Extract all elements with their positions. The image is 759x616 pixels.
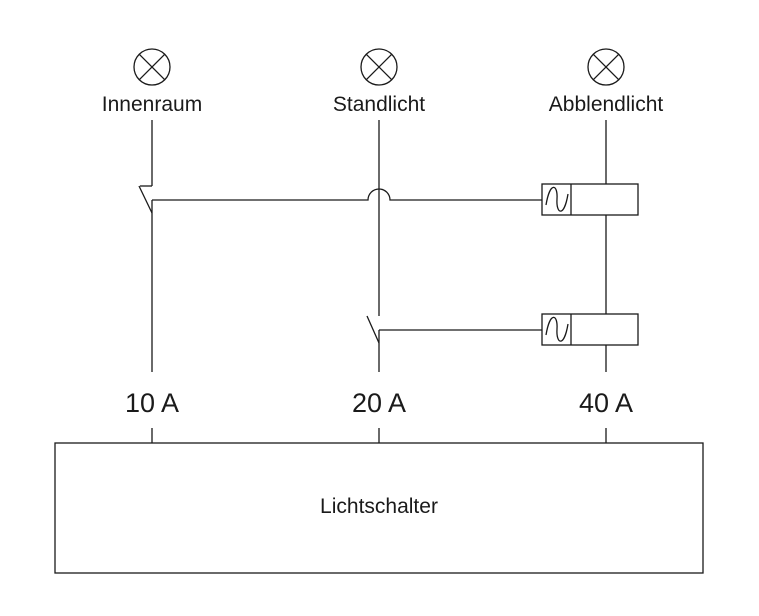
lamp-icon bbox=[360, 48, 398, 86]
fuse-label-10a: 10 A bbox=[124, 388, 180, 418]
control-line-1 bbox=[152, 188, 542, 201]
innenraum-circuit bbox=[138, 120, 153, 443]
standlicht-circuit bbox=[366, 120, 380, 443]
lamp-label-standlicht: Standlicht bbox=[332, 93, 426, 116]
lamp-icon bbox=[133, 48, 171, 86]
fuse-label-20a: 20 A bbox=[351, 388, 407, 418]
switch-contact bbox=[138, 185, 153, 214]
lamp-label-innenraum: Innenraum bbox=[101, 93, 203, 116]
lichtschalter-label: Lichtschalter bbox=[320, 495, 438, 518]
lamp-icon bbox=[587, 48, 625, 86]
lichtschalter-box bbox=[54, 442, 704, 574]
switch-contact bbox=[366, 315, 380, 344]
fuse-label-40a: 40 A bbox=[578, 388, 634, 418]
lamp-label-abblendlicht: Abblendlicht bbox=[548, 93, 664, 116]
relay-coil-icon bbox=[541, 183, 639, 216]
relay-coil-icon bbox=[541, 313, 639, 346]
